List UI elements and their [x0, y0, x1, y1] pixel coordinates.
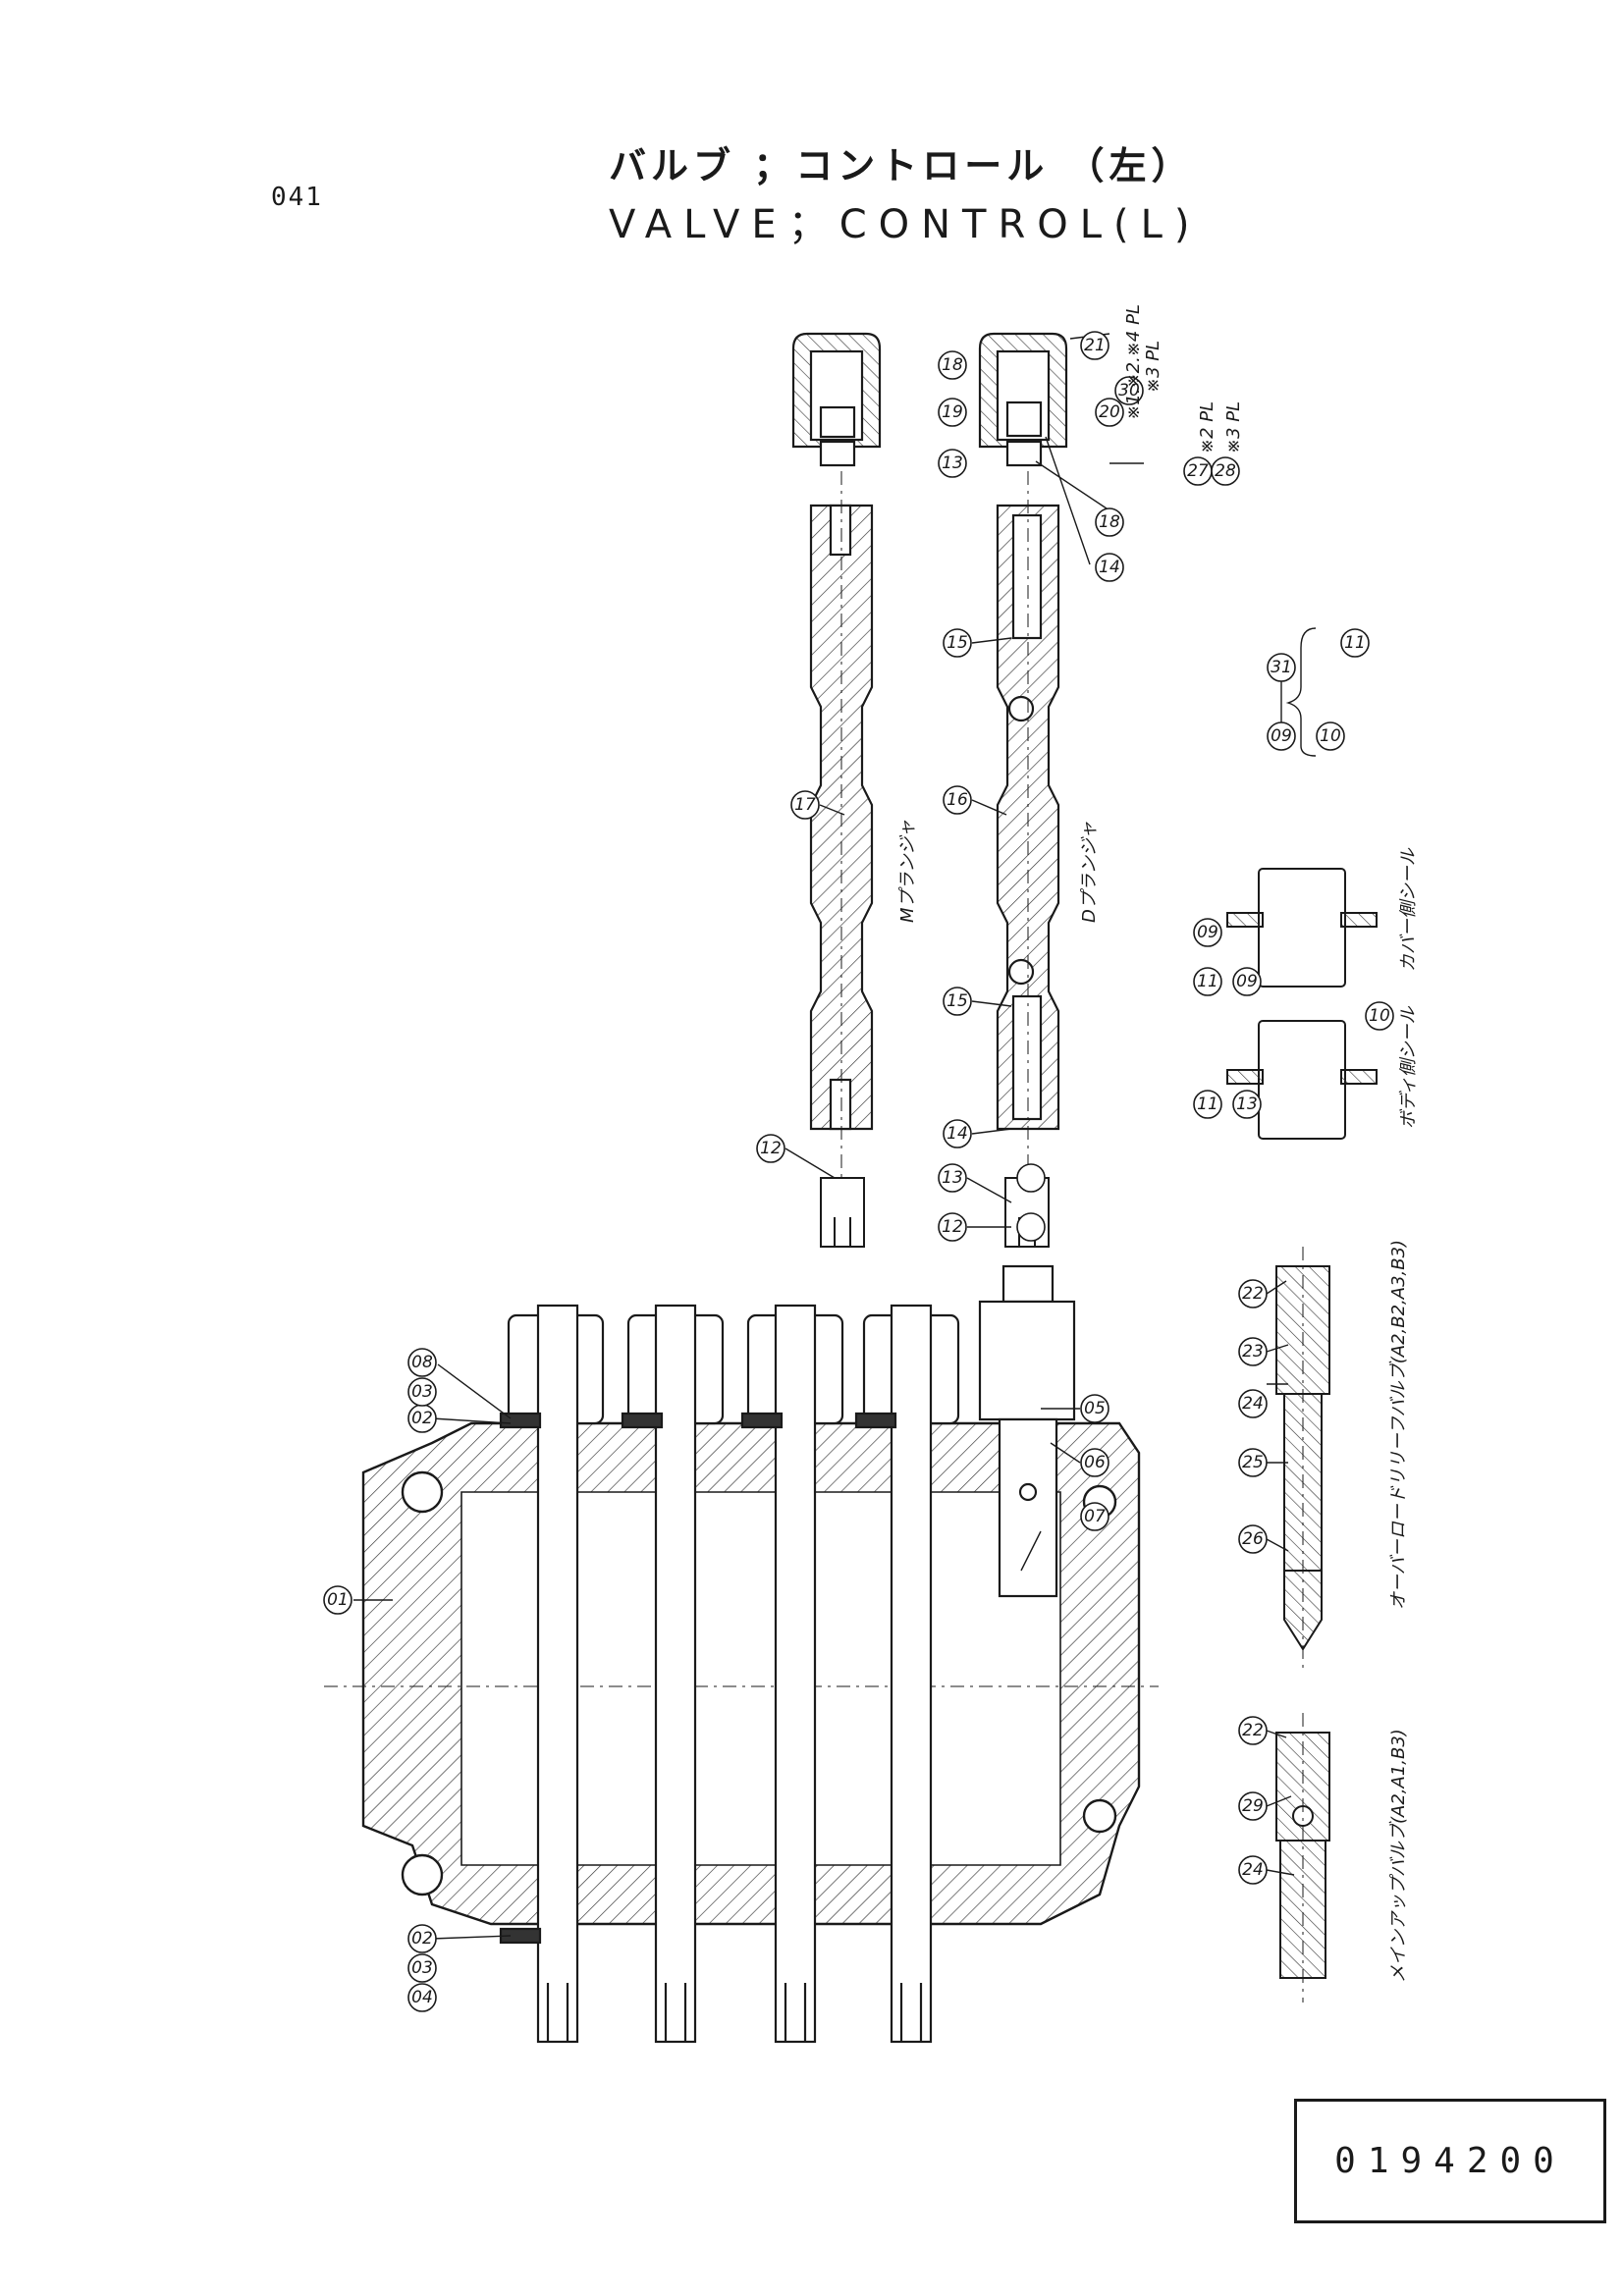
spool-d	[996, 471, 1060, 1178]
callout-15: 15	[947, 633, 968, 653]
callout-01: 01	[327, 1590, 349, 1610]
callout-09: 09	[1197, 923, 1218, 942]
leader-lines	[353, 333, 1295, 1940]
callout-09: 09	[1236, 972, 1258, 991]
label-overload-relief: オーバーロードリリーフバルブ(A2,B2,A3,B3)	[1388, 1240, 1409, 1610]
callout-02: 02	[411, 1929, 433, 1949]
part-number: 0194200	[1334, 2141, 1566, 2181]
callout-13: 13	[1236, 1095, 1258, 1114]
callout-11: 11	[1197, 972, 1218, 991]
callout-04: 04	[411, 1988, 433, 2007]
callout-20: 20	[1099, 402, 1120, 422]
spool-m	[809, 471, 874, 1178]
callout-10: 10	[1320, 726, 1341, 746]
callout-03: 03	[411, 1958, 433, 1978]
callout-24: 24	[1242, 1860, 1264, 1880]
callout-26: 26	[1242, 1529, 1264, 1549]
callout-28: 28	[1215, 461, 1236, 481]
seal-detail	[1226, 868, 1378, 1140]
callout-29: 29	[1242, 1796, 1264, 1816]
callout-21: 21	[1084, 336, 1106, 355]
label-body-seal: ボディ側シール	[1398, 1005, 1419, 1129]
callout-30: 30	[1118, 381, 1140, 400]
note-28: ※3 PL	[1223, 401, 1244, 454]
callout-10: 10	[1369, 1006, 1390, 1026]
spool-bores	[499, 1304, 960, 2044]
note-27: ※2 PL	[1197, 401, 1217, 454]
callout-12: 12	[942, 1217, 963, 1237]
callout-13: 13	[942, 454, 963, 473]
callout-13: 13	[942, 1168, 963, 1188]
title-japanese: バルブ ；コントロール （左）	[609, 144, 1194, 187]
note-30: ※3 PL	[1143, 341, 1163, 393]
label-cover-seal: カバー側シール	[1398, 847, 1419, 972]
spool-cap-left	[791, 332, 882, 467]
callout-03: 03	[411, 1382, 433, 1402]
callout-06: 06	[1084, 1453, 1106, 1472]
callout-31: 31	[1271, 658, 1292, 677]
callout-14: 14	[1099, 558, 1120, 577]
callout-18: 18	[1099, 512, 1120, 532]
callout-23: 23	[1242, 1342, 1264, 1362]
callout-09: 09	[1271, 726, 1292, 746]
label-main-relief: メインアップバルブ(A2,A1,B3)	[1388, 1729, 1409, 1983]
callout-25: 25	[1242, 1453, 1264, 1472]
group-bracket	[1285, 627, 1317, 757]
note-20: ※1.※2.※4 PL	[1123, 304, 1144, 420]
relief-plug-05	[978, 1264, 1076, 1598]
callout-11: 11	[1344, 633, 1366, 653]
callout-07: 07	[1084, 1507, 1106, 1526]
overload-relief-valve	[1275, 1247, 1330, 1669]
title-english: VALVE；CONTROL(L)	[609, 202, 1202, 247]
callout-22: 22	[1242, 1721, 1264, 1740]
label-d-spool: Dプランジャ	[1079, 822, 1100, 923]
callout-27: 27	[1187, 461, 1209, 481]
part-number-box: 0194200	[1294, 2099, 1606, 2223]
callout-12: 12	[760, 1139, 782, 1158]
callout-14: 14	[947, 1124, 968, 1144]
page-code: 041	[271, 183, 323, 212]
label-m-spool: Mプランジャ	[897, 820, 918, 923]
spool-cap-right	[978, 332, 1068, 467]
callout-19: 19	[942, 402, 963, 422]
callout-02: 02	[411, 1409, 433, 1428]
callout-11: 11	[1197, 1095, 1218, 1114]
callout-24: 24	[1242, 1394, 1264, 1414]
callout-circles	[323, 331, 1394, 2012]
main-relief-valve	[1275, 1713, 1330, 2002]
callout-17: 17	[794, 795, 816, 815]
callout-05: 05	[1084, 1399, 1106, 1418]
callout-08: 08	[411, 1353, 433, 1372]
callout-22: 22	[1242, 1284, 1264, 1304]
spool-ends	[820, 1177, 1050, 1248]
callout-16: 16	[947, 790, 968, 810]
callout-15: 15	[947, 991, 968, 1011]
callout-18: 18	[942, 355, 963, 375]
